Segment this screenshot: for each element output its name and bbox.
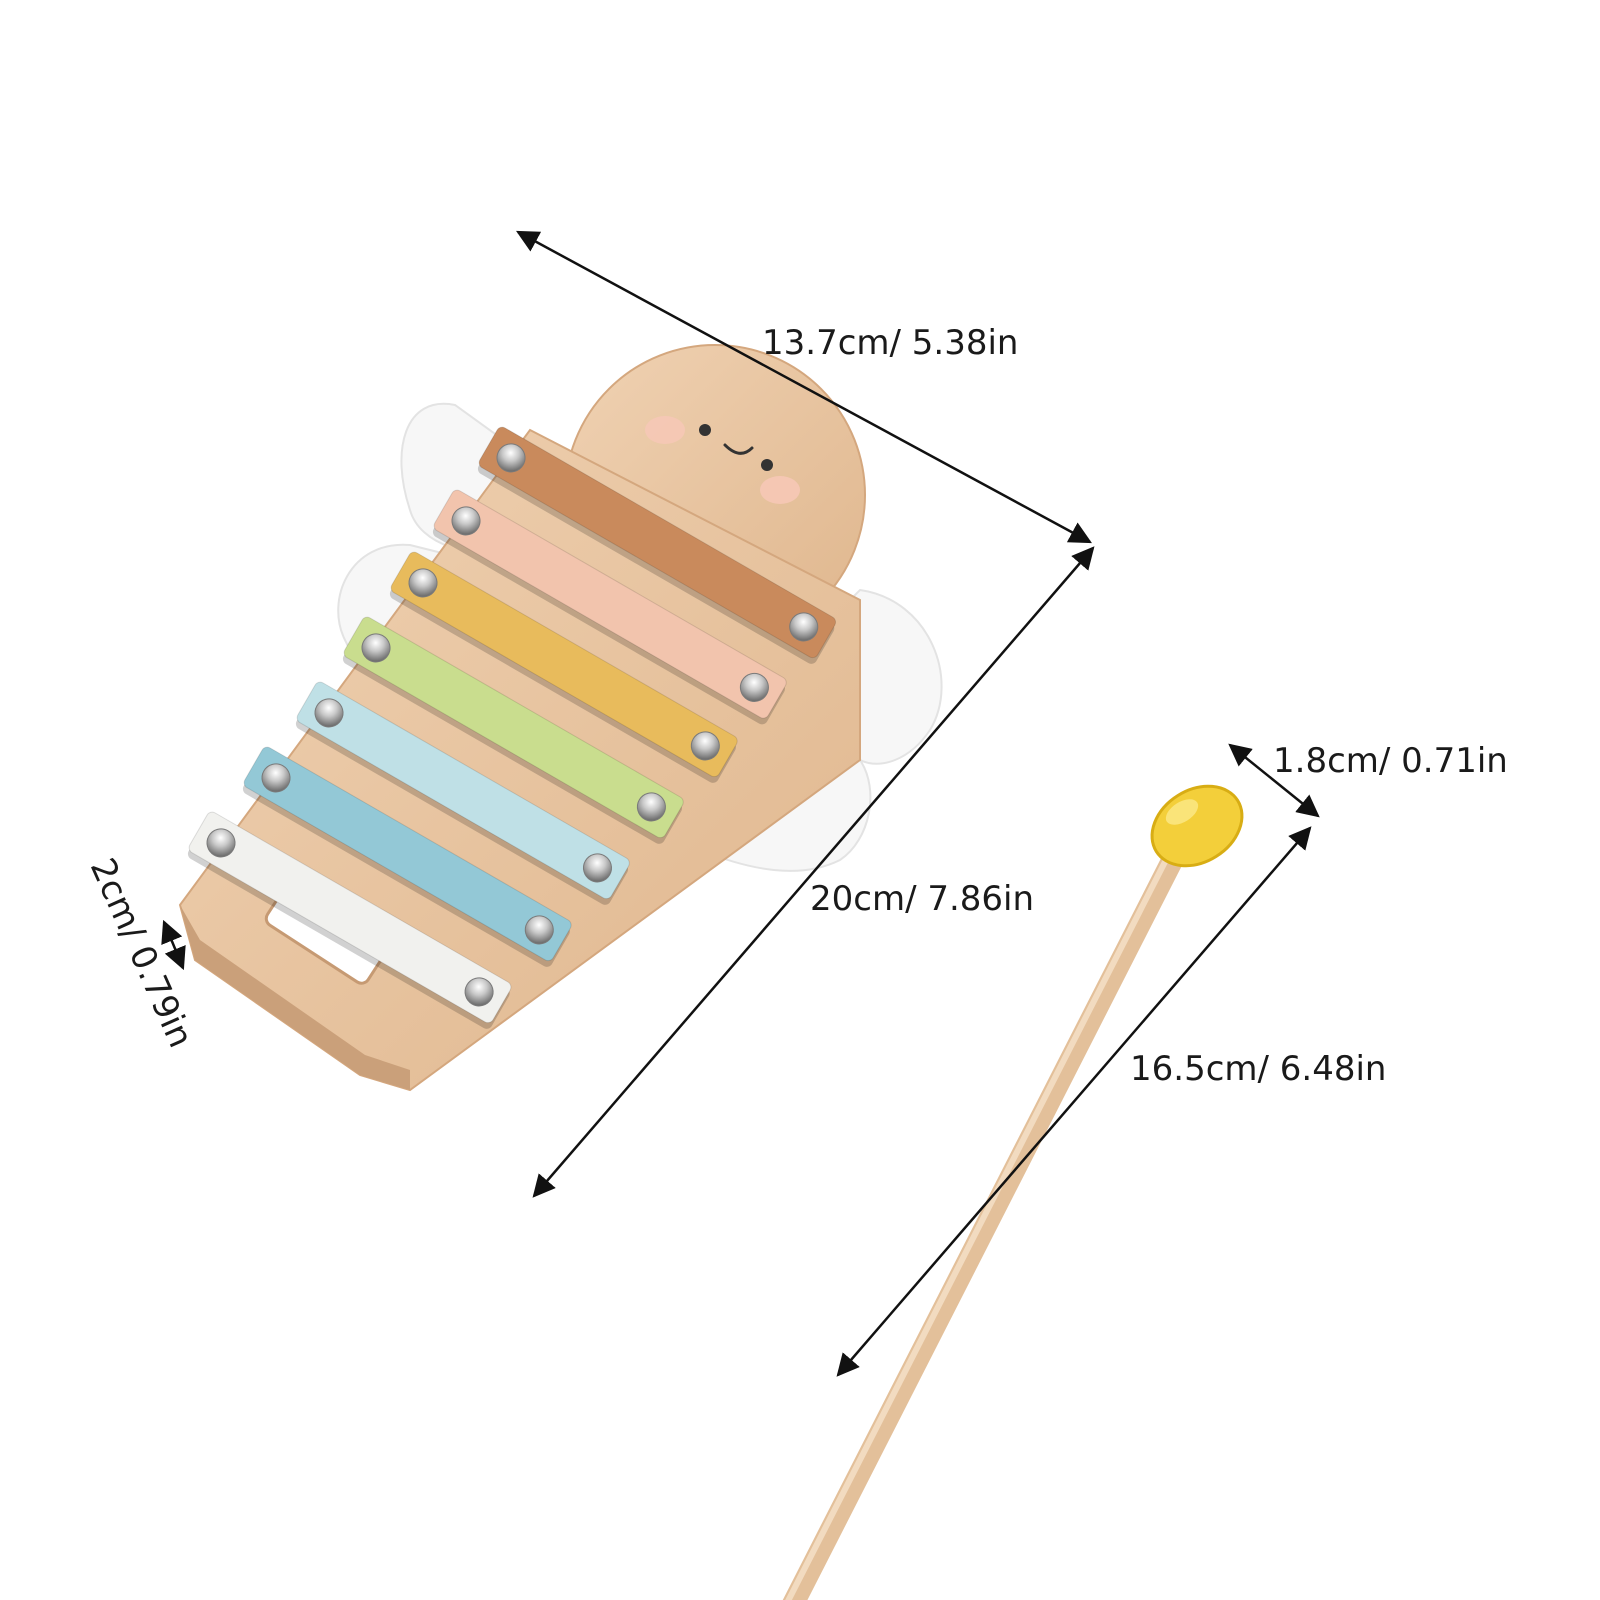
length-label: 20cm/ 7.86in bbox=[810, 879, 1034, 919]
right-cheek bbox=[760, 476, 800, 504]
rivet-left bbox=[408, 568, 438, 598]
thickness-dimension-arrow bbox=[161, 919, 186, 971]
thickness-label: 2cm/ 0.79in bbox=[82, 852, 201, 1053]
left-eye bbox=[699, 424, 711, 436]
width-label: 13.7cm/ 5.38in bbox=[762, 323, 1018, 363]
bar-plate bbox=[188, 811, 512, 1024]
mallet-length-dimension-arrow bbox=[836, 826, 1312, 1377]
rivet-left bbox=[261, 763, 291, 793]
rivet-left bbox=[451, 506, 481, 536]
rivet-left bbox=[361, 633, 391, 663]
rivet-right bbox=[464, 977, 494, 1007]
width-dimension-arrow bbox=[516, 230, 1092, 544]
mallet-length-label: 16.5cm/ 6.48in bbox=[1130, 1049, 1386, 1089]
rivet-left bbox=[206, 828, 236, 858]
left-cheek bbox=[645, 416, 685, 444]
xylophone-bar-7[interactable] bbox=[184, 810, 515, 1031]
xylophone bbox=[178, 344, 943, 1092]
dimension-lines bbox=[161, 230, 1320, 1377]
mallet-head-label: 1.8cm/ 0.71in bbox=[1273, 741, 1508, 781]
mallet-head bbox=[1150, 784, 1244, 868]
mallet-stick-highlight bbox=[785, 849, 1173, 1600]
mallet-head-dimension-arrow bbox=[1228, 743, 1320, 818]
right-eye bbox=[761, 459, 773, 471]
length-dimension-arrow bbox=[532, 546, 1095, 1198]
board-edge bbox=[180, 905, 410, 1090]
rivet-left bbox=[314, 698, 344, 728]
mallet-head-highlight bbox=[1165, 799, 1199, 825]
